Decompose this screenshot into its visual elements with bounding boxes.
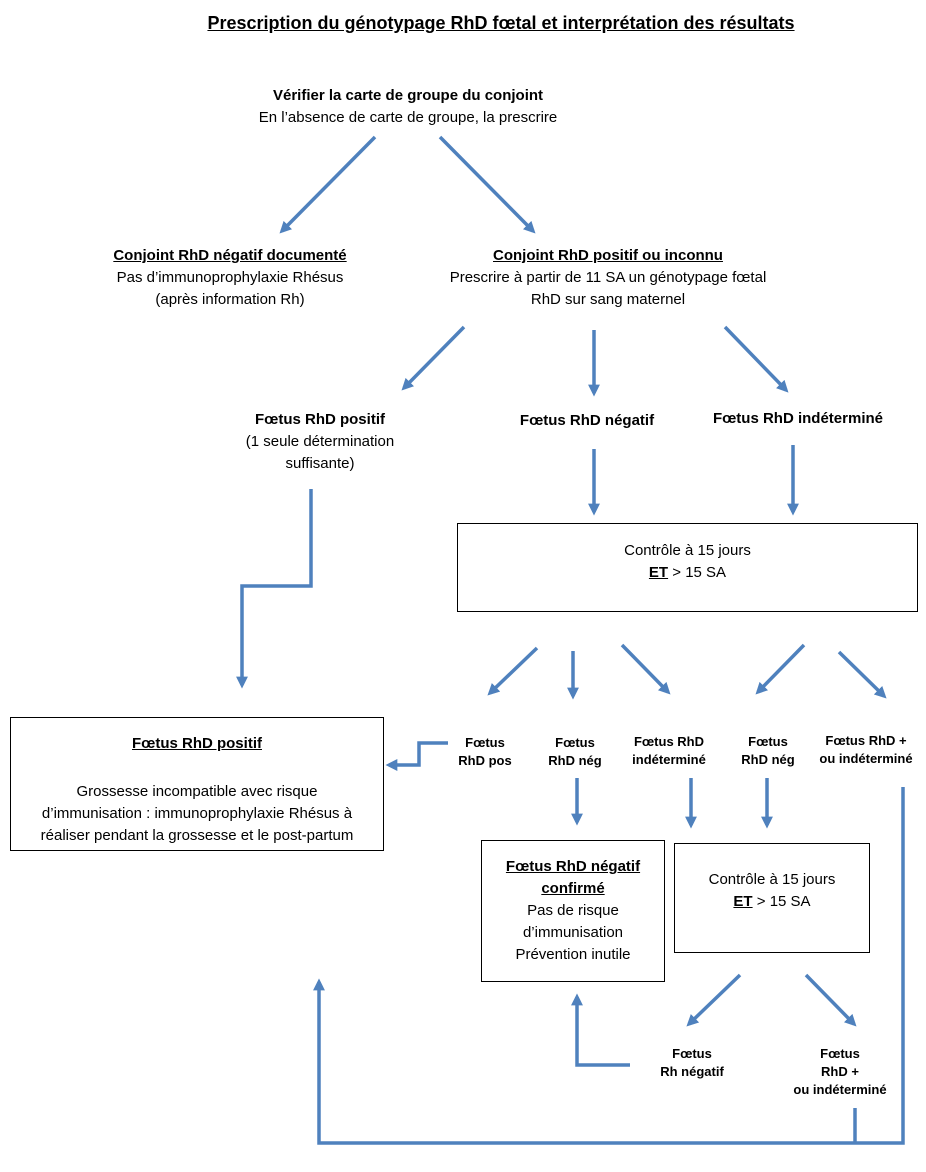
result-rhd-indetermine-line1: Fœtus RhD [633, 734, 705, 749]
arrow-to-foetus-indetermine [723, 325, 789, 393]
conjoint-positif-line1: Prescrire à partir de 11 SA un génotypag… [449, 269, 767, 286]
result-rhd-pos-line1: Fœtus [465, 735, 505, 750]
foetus-positif-line1: (1 seule détermination [245, 433, 395, 450]
foetus-negatif: Fœtus RhD négatif [519, 412, 655, 429]
arrow-rhneg-to-confirme [571, 993, 630, 1067]
conjoint-positif: Conjoint RhD positif ou inconnu Prescrir… [408, 245, 808, 311]
result-rhd-plus: Fœtus RhD + ou indéterminé [808, 732, 924, 768]
arrow-controle-to-neg2 [755, 643, 806, 695]
controle-1-et: ET [648, 564, 669, 581]
conjoint-positif-heading: Conjoint RhD positif ou inconnu [493, 247, 723, 264]
controle-2-line2: ET > 15 SA [675, 891, 869, 913]
return-loop-line [313, 787, 905, 1145]
box-negatif-line2: d’immunisation [522, 924, 624, 941]
box-foetus-positif: Fœtus RhD positif Grossesse incompatible… [10, 717, 384, 851]
result-rh-negatif-line1: Fœtus [672, 1046, 712, 1061]
result-rhd-pos: Fœtus RhD pos [445, 734, 525, 770]
page-title: Prescription du génotypage RhD fœtal et … [207, 13, 795, 33]
foetus-positif-heading: Fœtus RhD positif [255, 411, 385, 428]
controle-2-et: ET [733, 893, 753, 910]
top-text: En l’absence de carte de groupe, la pres… [258, 109, 558, 126]
controle-2-rest: > 15 SA [752, 893, 811, 910]
arrow-top-to-positif [438, 135, 536, 234]
top-heading: Vérifier la carte de groupe du conjoint [272, 87, 544, 104]
result-rhd-plus-2: Fœtus RhD + ou indéterminé [780, 1045, 900, 1099]
foetus-indetermine: Fœtus RhD indéterminé [712, 410, 883, 427]
controle-box-2: Contrôle à 15 jours ET > 15 SA [674, 843, 870, 953]
conjoint-negatif-heading: Conjoint RhD négatif documenté [113, 247, 347, 264]
box-negatif-line1: Pas de risque [527, 902, 619, 919]
result-rh-negatif: Fœtus Rh négatif [642, 1045, 742, 1081]
result-rhd-neg-2: Fœtus RhD nég [728, 733, 808, 769]
result-rhd-indetermine: Fœtus RhD indéterminé [619, 733, 719, 769]
controle-1-rest: > 15 SA [668, 564, 727, 581]
foetus-positif: Fœtus RhD positif (1 seule détermination… [220, 409, 420, 475]
conjoint-negatif-line1: Pas d’immunoprophylaxie Rhésus [116, 269, 344, 286]
arrow-positif-to-box [236, 489, 313, 689]
arrow-controle-to-pos [487, 646, 539, 696]
arrow-controle2-to-plus [804, 973, 857, 1027]
arrow-controle-to-indet [620, 643, 671, 695]
controle-box-1: Contrôle à 15 jours ET > 15 SA [457, 523, 918, 612]
box-negatif-heading2: confirmé [541, 880, 605, 897]
result-rhd-neg-2-line1: Fœtus [748, 734, 788, 749]
result-rhd-plus-2-line1: Fœtus [820, 1046, 860, 1061]
result-rhd-neg-line1: Fœtus [555, 735, 595, 750]
foetus-positif-line2: suffisante) [285, 455, 355, 472]
controle-1-line1: Contrôle à 15 jours [624, 542, 751, 559]
result-rhd-plus-line1: Fœtus RhD + [825, 733, 907, 748]
box-negatif-heading1: Fœtus RhD négatif [505, 858, 641, 875]
result-rhd-pos-line2: RhD pos [458, 753, 512, 768]
result-rhd-plus-line2: ou indéterminé [819, 751, 913, 766]
result-rhd-neg-2-line2: RhD nég [741, 752, 795, 767]
box-negatif-line3: Prévention inutile [515, 946, 631, 963]
arrow-to-foetus-positif [401, 325, 466, 391]
arrow-controle2-to-negatif [686, 973, 742, 1027]
result-rh-negatif-line2: Rh négatif [660, 1064, 724, 1079]
conjoint-negatif-line2: (après information Rh) [155, 291, 305, 308]
box-positif-heading: Fœtus RhD positif [132, 735, 262, 752]
box-foetus-negatif-confirme: Fœtus RhD négatif confirmé Pas de risque… [481, 840, 665, 982]
arrow-controle-to-plus [837, 650, 887, 699]
result-rhd-indetermine-line2: indéterminé [632, 752, 706, 767]
top-step: Vérifier la carte de groupe du conjoint … [208, 85, 608, 129]
box-positif-line2: d’immunisation : immunoprophylaxie Rhésu… [41, 805, 353, 822]
result-rhd-neg: Fœtus RhD nég [535, 734, 615, 770]
arrow-top-to-negatif [279, 135, 377, 234]
arrow-pos-to-box [385, 741, 448, 771]
result-rhd-plus-2-line3: ou indéterminé [793, 1082, 887, 1097]
result-rhd-neg-line2: RhD nég [548, 753, 602, 768]
controle-2-line1: Contrôle à 15 jours [708, 871, 836, 888]
box-positif-line3: réaliser pendant la grossesse et le post… [40, 827, 354, 844]
result-rhd-plus-2-line2: RhD + [821, 1064, 859, 1079]
box-positif-line1: Grossesse incompatible avec risque [76, 783, 318, 800]
conjoint-negatif: Conjoint RhD négatif documenté Pas d’imm… [80, 245, 380, 311]
controle-1-line2: ET > 15 SA [458, 562, 917, 584]
conjoint-positif-line2: RhD sur sang maternel [530, 291, 686, 308]
